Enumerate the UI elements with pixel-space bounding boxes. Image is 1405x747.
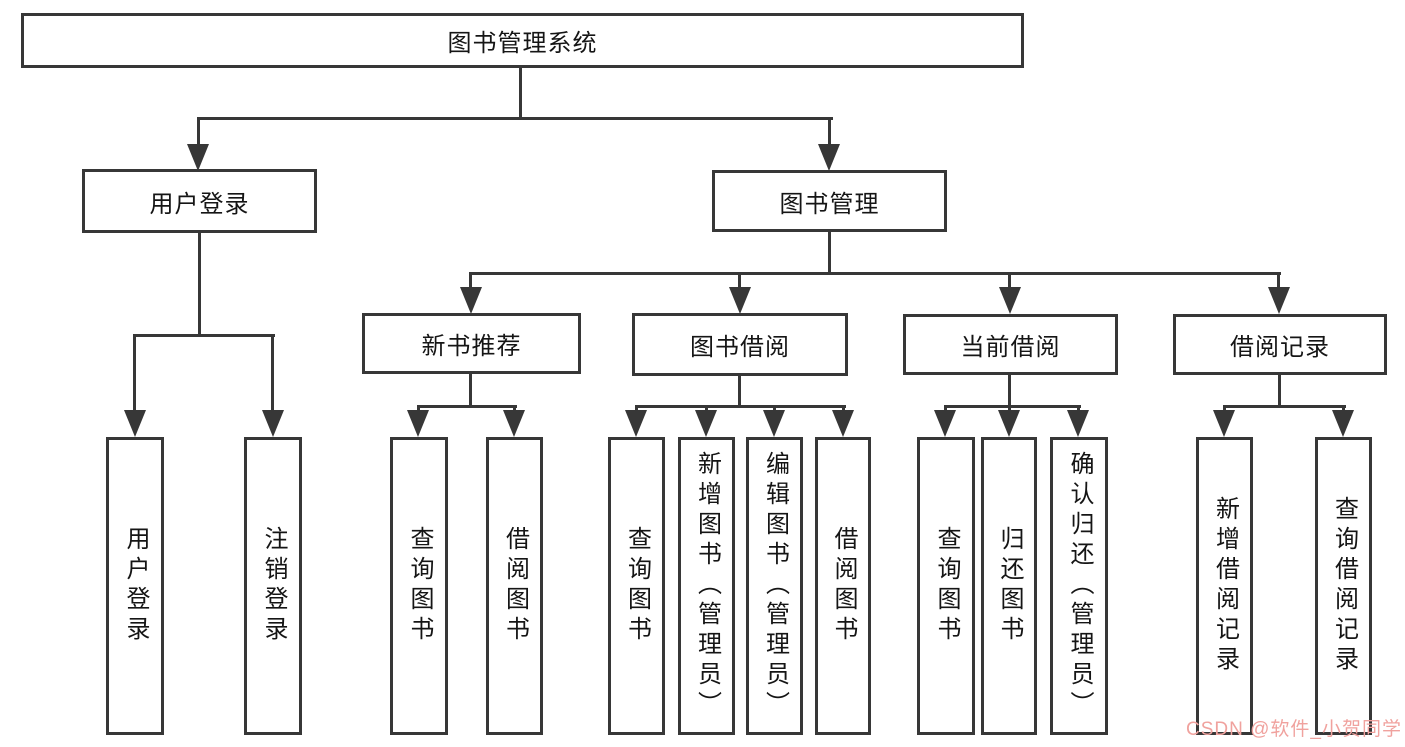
connector-line — [197, 117, 200, 147]
connector-line — [944, 405, 1081, 408]
connector-line — [469, 272, 472, 290]
leaf-nb-borrow-books-label: 借阅图书 — [501, 526, 529, 646]
connector-line — [828, 232, 831, 275]
node-new-book-recommend: 新书推荐 — [362, 313, 581, 374]
connector-line — [469, 374, 472, 408]
leaf-cb-return-books: 归还图书 — [981, 437, 1037, 735]
arrowhead-icon — [998, 410, 1020, 437]
node-book-borrowing-label: 图书借阅 — [690, 334, 790, 361]
leaf-cb-query-books-label: 查询图书 — [933, 526, 960, 646]
connector-line — [1008, 375, 1011, 408]
leaf-bb-add-books-admin-label: 新增图书（管理员） — [693, 451, 721, 721]
arrowhead-icon — [625, 410, 647, 437]
leaf-cb-query-books: 查询图书 — [917, 437, 975, 735]
node-root: 图书管理系统 — [21, 13, 1024, 68]
watermark: CSDN @软件_小贺同学 — [1186, 719, 1402, 740]
leaf-bb-borrow-books: 借阅图书 — [815, 437, 871, 735]
arrowhead-icon — [763, 410, 785, 437]
leaf-bb-borrow-books-label: 借阅图书 — [830, 526, 857, 646]
connector-line — [1278, 375, 1281, 408]
node-new-book-recommend-label: 新书推荐 — [421, 333, 522, 360]
connector-line — [635, 405, 846, 408]
arrowhead-icon — [934, 410, 956, 437]
node-borrowing-records-label: 借阅记录 — [1230, 334, 1330, 361]
leaf-cb-confirm-return-admin: 确认归还（管理员） — [1050, 437, 1108, 735]
connector-line — [738, 376, 741, 408]
connector-line — [417, 405, 517, 408]
connector-line — [133, 334, 275, 337]
arrowhead-icon — [460, 287, 482, 314]
arrowhead-icon — [503, 410, 525, 437]
node-current-borrowing: 当前借阅 — [903, 314, 1118, 375]
leaf-bb-add-books-admin: 新增图书（管理员） — [678, 437, 735, 735]
connector-line — [133, 334, 136, 414]
connector-line — [828, 117, 831, 147]
arrowhead-icon — [695, 410, 717, 437]
leaf-br-query-record: 查询借阅记录 — [1315, 437, 1372, 735]
leaf-nb-borrow-books: 借阅图书 — [486, 437, 543, 735]
arrowhead-icon — [999, 287, 1021, 314]
arrowhead-icon — [1067, 410, 1089, 437]
connector-line — [1008, 272, 1011, 290]
connector-line — [738, 272, 741, 290]
node-root-label: 图书管理系统 — [447, 30, 598, 57]
connector-line — [271, 334, 274, 414]
arrowhead-icon — [1268, 287, 1290, 314]
arrowhead-icon — [187, 144, 209, 171]
leaf-br-query-record-label: 查询借阅记录 — [1330, 496, 1358, 676]
connector-line — [1223, 405, 1346, 408]
connector-line — [197, 117, 833, 120]
node-book-borrowing: 图书借阅 — [632, 313, 848, 376]
arrowhead-icon — [407, 410, 429, 437]
leaf-user-login: 用户登录 — [106, 437, 164, 735]
connector-line — [198, 233, 201, 337]
arrowhead-icon — [729, 287, 751, 314]
node-book-management: 图书管理 — [712, 170, 947, 232]
arrowhead-icon — [818, 144, 840, 171]
leaf-br-add-record: 新增借阅记录 — [1196, 437, 1253, 735]
leaf-bb-query-books-label: 查询图书 — [623, 526, 651, 646]
arrowhead-icon — [832, 410, 854, 437]
connector-line — [1277, 272, 1280, 290]
leaf-logout-label: 注销登录 — [260, 526, 287, 646]
leaf-br-add-record-label: 新增借阅记录 — [1211, 496, 1239, 676]
node-current-borrowing-label: 当前借阅 — [960, 334, 1061, 361]
leaf-nb-query-books-label: 查询图书 — [406, 526, 433, 646]
leaf-nb-query-books: 查询图书 — [390, 437, 448, 735]
arrowhead-icon — [262, 410, 284, 437]
leaf-user-login-label: 用户登录 — [122, 526, 149, 646]
leaf-bb-query-books: 查询图书 — [608, 437, 665, 735]
leaf-logout: 注销登录 — [244, 437, 302, 735]
leaf-cb-confirm-return-admin-label: 确认归还（管理员） — [1066, 451, 1093, 721]
connector-line — [519, 68, 522, 120]
leaf-bb-edit-books-admin: 编辑图书（管理员） — [746, 437, 803, 735]
node-user-login: 用户登录 — [82, 169, 317, 233]
arrowhead-icon — [1213, 410, 1235, 437]
arrowhead-icon — [1332, 410, 1354, 437]
leaf-cb-return-books-label: 归还图书 — [996, 526, 1023, 646]
connector-line — [469, 272, 1281, 275]
node-borrowing-records: 借阅记录 — [1173, 314, 1387, 375]
node-user-login-label: 用户登录 — [149, 190, 250, 218]
leaf-bb-edit-books-admin-label: 编辑图书（管理员） — [761, 451, 789, 721]
node-book-management-label: 图书管理 — [779, 190, 880, 218]
arrowhead-icon — [124, 410, 146, 437]
